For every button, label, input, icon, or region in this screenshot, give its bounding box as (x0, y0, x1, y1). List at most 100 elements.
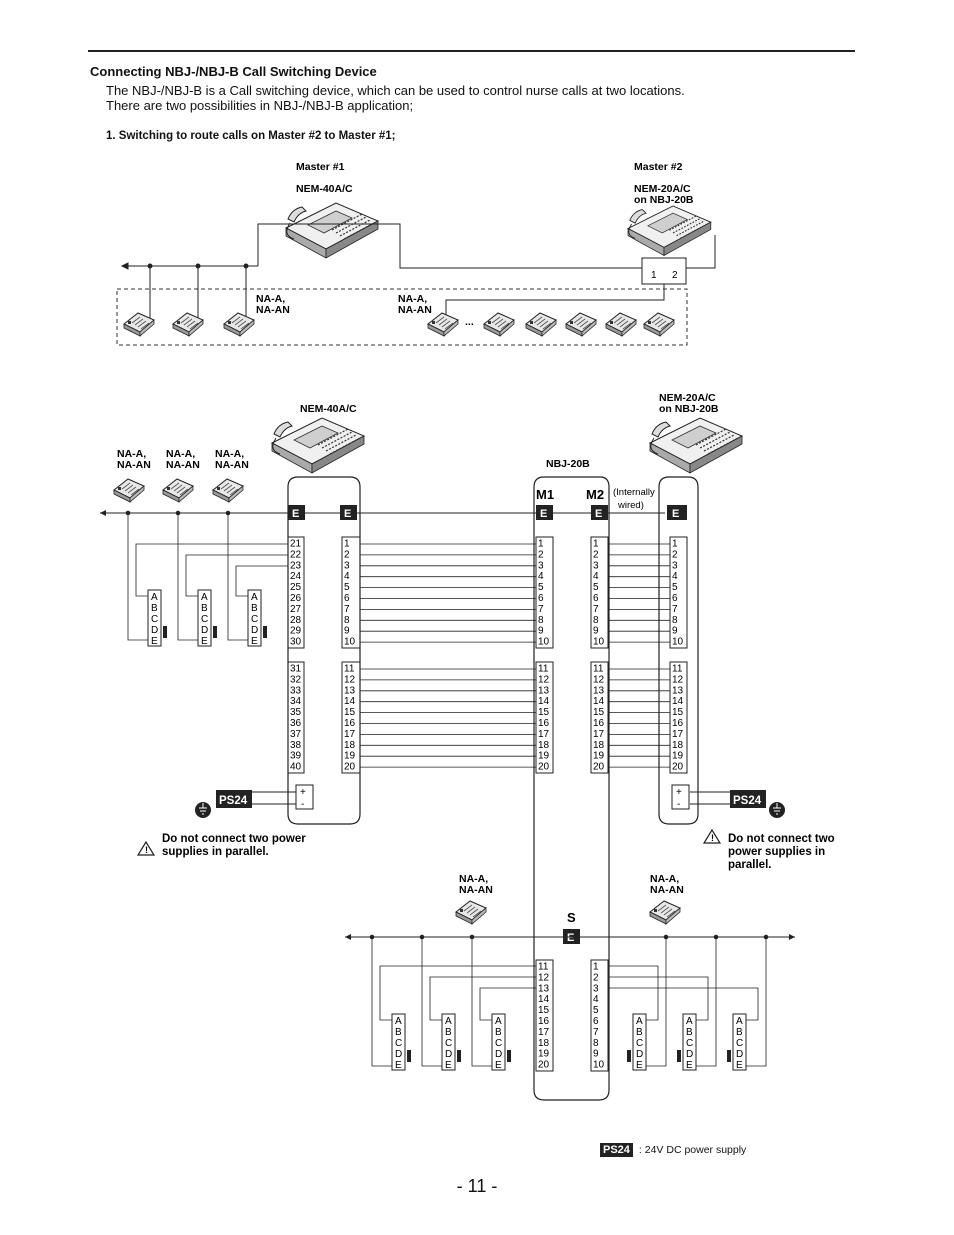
terminal-letter: B (636, 1027, 643, 1038)
station-label: NA-A, (117, 448, 146, 460)
terminal-number: 19 (344, 751, 356, 762)
terminal-number: 11 (538, 664, 549, 675)
terminal-number: 40 (290, 762, 302, 773)
terminal-number: 11 (672, 664, 683, 675)
terminal-number: 11 (344, 664, 355, 675)
terminal-number: 39 (290, 751, 302, 762)
terminal-number: 16 (538, 718, 550, 729)
station-label: NA-A, (166, 448, 195, 460)
terminal-number: 17 (672, 729, 684, 740)
terminal-number: 6 (538, 593, 544, 604)
nbj-body (533, 476, 610, 1101)
warning-left-sub: supplies in parallel. (162, 846, 269, 858)
terminal-number: 3 (344, 560, 350, 571)
terminal-letter: D (636, 1049, 643, 1060)
warning-left: Do not connect two power (162, 833, 306, 845)
nem40-label: NEM-40A/C (300, 403, 357, 415)
stations-right-label-sub: NA-AN (398, 304, 432, 316)
terminal-letter: A (636, 1016, 643, 1027)
switch-pos-1: 1 (651, 270, 657, 281)
terminal-number: 19 (593, 751, 605, 762)
terminal-number: 10 (593, 1060, 605, 1071)
terminal-number: 5 (593, 582, 599, 593)
internal-note: (Internally (613, 487, 655, 498)
station-icon (455, 900, 487, 925)
e-badge (536, 505, 553, 520)
terminal-number: 12 (538, 972, 550, 983)
terminal-number: 23 (290, 560, 302, 571)
terminal-number: 3 (672, 560, 678, 571)
minus-terminal: - (677, 799, 680, 810)
terminal-number: 2 (344, 549, 350, 560)
terminal-number: 17 (593, 729, 605, 740)
station-icon (565, 312, 597, 337)
terminal-number: 19 (672, 751, 684, 762)
terminal-number: 9 (593, 1049, 599, 1060)
master1-model: NEM-40A/C (296, 183, 353, 195)
terminal-letter: E (495, 1060, 502, 1071)
station-label-sub: NA-AN (650, 884, 684, 896)
terminal-number: 14 (672, 696, 684, 707)
terminal-number: 9 (593, 626, 599, 637)
terminal-number: 30 (290, 637, 302, 648)
station-label-sub: NA-AN (215, 459, 249, 471)
terminal-letter: C (445, 1038, 452, 1049)
terminal-number: 5 (593, 1005, 599, 1016)
terminal-number: 7 (344, 604, 350, 615)
terminal-number: 27 (290, 604, 302, 615)
station-icon (483, 312, 515, 337)
page-number: - 11 - (456, 1176, 498, 1196)
terminal-letter: D (395, 1049, 402, 1060)
station-icon (113, 478, 145, 503)
terminal-number: 20 (538, 762, 550, 773)
terminal-letter: D (736, 1049, 743, 1060)
terminal-letter: C (495, 1038, 502, 1049)
plus-terminal: + (300, 787, 306, 798)
legend-badge: PS24 (600, 1143, 633, 1157)
terminal-number: 16 (538, 1016, 550, 1027)
terminal-letter: C (251, 614, 258, 625)
terminal-number: 4 (593, 571, 599, 582)
nem20-label-sub: on NBJ-20B (659, 403, 719, 415)
terminal-letter: E (201, 636, 208, 647)
terminal-number: 7 (593, 1027, 599, 1038)
terminal-letter: B (251, 603, 258, 614)
terminal-number: 5 (344, 582, 350, 593)
ps24-badge (216, 790, 252, 808)
terminal-number: 19 (538, 1049, 550, 1060)
terminal-letter: C (636, 1038, 643, 1049)
terminal-letter: A (495, 1016, 502, 1027)
terminal-letter: A (736, 1016, 743, 1027)
nem20-label: NEM-20A/C (659, 392, 716, 404)
ground-icon (769, 802, 785, 818)
terminal-number: 13 (538, 983, 550, 994)
terminal-number: 8 (593, 615, 599, 626)
e-mark: E (344, 508, 351, 520)
ps24-badge (730, 790, 766, 808)
terminal-number: 18 (538, 1038, 550, 1049)
terminal-letter: B (395, 1027, 402, 1038)
minus-terminal: - (301, 799, 304, 810)
terminal-number: 15 (593, 707, 605, 718)
terminal-number: 29 (290, 626, 302, 637)
svg-text:!: ! (711, 833, 714, 843)
terminal-number: 11 (593, 664, 604, 675)
terminal-letter: A (201, 592, 208, 603)
terminal-number: 4 (593, 994, 599, 1005)
terminal-number: 5 (538, 582, 544, 593)
terminal-number: 15 (538, 707, 550, 718)
terminal-number: 2 (672, 549, 678, 560)
section-heading: 1. Switching to route calls on Master #2… (106, 130, 396, 142)
master2-label: Master #2 (634, 161, 683, 173)
station-icon (162, 478, 194, 503)
terminal-number: 5 (672, 582, 678, 593)
terminal-number: 16 (344, 718, 356, 729)
terminal-letter: E (251, 636, 258, 647)
terminal-letter: B (686, 1027, 693, 1038)
terminal-number: 17 (344, 729, 356, 740)
terminal-number: 20 (672, 762, 684, 773)
plus-terminal: + (676, 787, 682, 798)
terminal-number: 1 (538, 539, 544, 550)
terminal-number: 7 (593, 604, 599, 615)
terminal-letter: A (686, 1016, 693, 1027)
